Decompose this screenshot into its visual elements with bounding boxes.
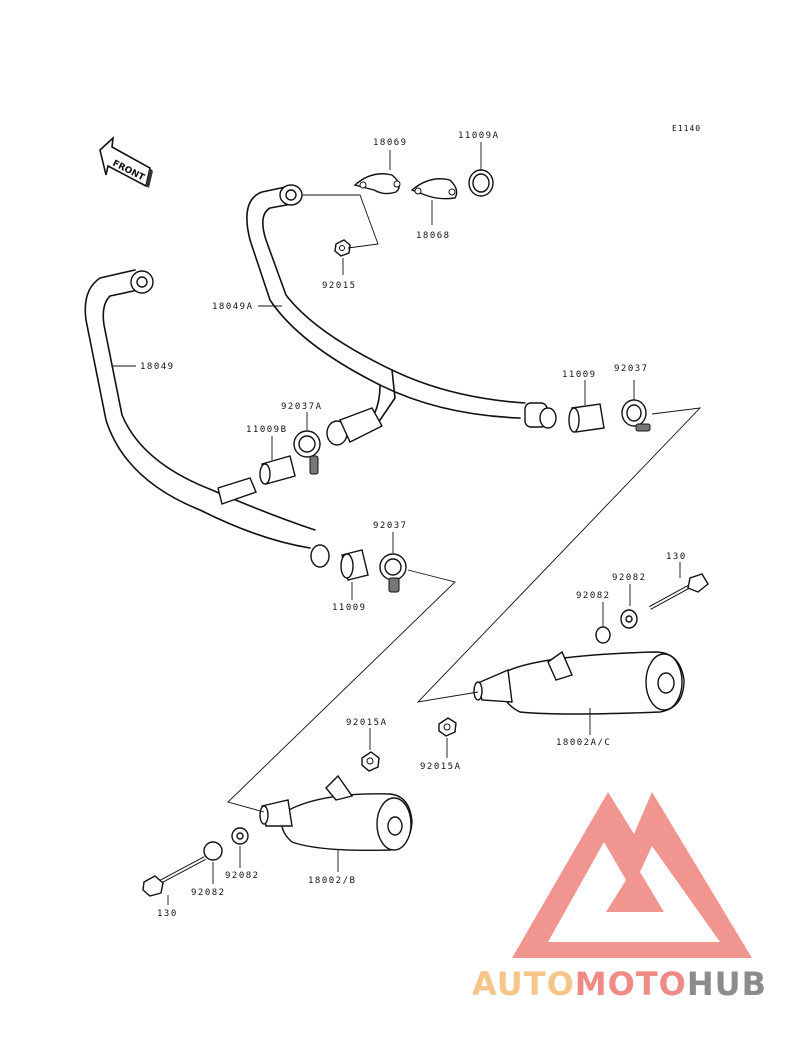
clamp-92037-mid bbox=[379, 553, 407, 593]
bolt-130-right bbox=[649, 573, 709, 610]
label-92015a-left: 92015A bbox=[346, 718, 388, 728]
bolt-130-left bbox=[142, 856, 206, 897]
nut-92015a-right bbox=[438, 717, 457, 737]
label-92037-top: 92037 bbox=[614, 364, 649, 374]
logo-text-moto: MOTO bbox=[575, 965, 687, 1003]
label-92037-mid: 92037 bbox=[373, 521, 408, 531]
label-18002ac: 18002A/C bbox=[556, 738, 611, 748]
muffler-18002ac bbox=[473, 650, 685, 715]
bushing-92082-r1 bbox=[620, 609, 638, 629]
gasket-11009-mid bbox=[340, 549, 369, 581]
label-11009-mid: 11009 bbox=[332, 603, 367, 613]
nut-92015a-left bbox=[361, 751, 380, 772]
label-18049: 18049 bbox=[140, 362, 175, 372]
label-18049a: 18049A bbox=[212, 302, 254, 312]
logo-triangle-icon bbox=[512, 792, 752, 958]
exhaust-pipe-18049 bbox=[84, 269, 330, 568]
exhaust-pipe-18049a bbox=[246, 184, 557, 446]
label-92082-l1: 92082 bbox=[191, 888, 226, 898]
gasket-11009-top bbox=[568, 403, 605, 433]
label-92082-r2: 92082 bbox=[576, 591, 611, 601]
label-18069: 18069 bbox=[373, 138, 408, 148]
label-11009a: 11009A bbox=[458, 131, 500, 141]
nut-92015 bbox=[334, 239, 351, 257]
label-92082-r1: 92082 bbox=[612, 573, 647, 583]
bushing-92082-r2 bbox=[595, 626, 611, 644]
label-92037a: 92037A bbox=[281, 402, 323, 412]
automotohub-logo bbox=[512, 792, 752, 958]
label-130-left: 130 bbox=[157, 909, 178, 919]
logo-text-auto: AUTO bbox=[472, 965, 575, 1003]
clamp-92037-top bbox=[621, 399, 651, 432]
label-92082-l2: 92082 bbox=[225, 871, 260, 881]
label-92015a-right: 92015A bbox=[420, 762, 462, 772]
front-arrow-icon: FRONT bbox=[99, 135, 153, 188]
label-11009-top: 11009 bbox=[562, 370, 597, 380]
bushing-92082-l2 bbox=[231, 827, 249, 845]
muffler-18002b bbox=[259, 774, 413, 852]
logo-text-hub: HUB bbox=[687, 965, 767, 1003]
gasket-11009b bbox=[259, 455, 296, 485]
leader-lines bbox=[112, 142, 702, 905]
label-92015: 92015 bbox=[322, 281, 357, 291]
label-18002b: 18002/B bbox=[308, 876, 356, 886]
flange-18068 bbox=[410, 178, 458, 200]
logo-text: AUTOMOTOHUB bbox=[472, 965, 767, 1003]
bushing-92082-l1 bbox=[203, 841, 223, 861]
label-18068: 18068 bbox=[416, 231, 451, 241]
flange-18069 bbox=[353, 173, 401, 195]
label-130-right: 130 bbox=[666, 552, 687, 562]
diagram-ref-code: E1140 bbox=[672, 124, 701, 133]
label-11009b: 11009B bbox=[246, 425, 288, 435]
clamp-92037a bbox=[293, 430, 321, 475]
gasket-11009a bbox=[468, 169, 494, 197]
